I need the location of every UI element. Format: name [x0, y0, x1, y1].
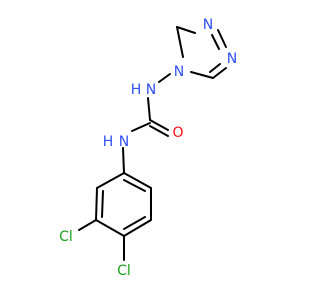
atom-n-triazole-4: N — [174, 64, 184, 80]
molecule-structure: N N N N H O N H Cl Cl — [59, 17, 237, 279]
bond-triazole-n2-c3 — [212, 67, 227, 79]
atom-cl-3: Cl — [59, 229, 73, 245]
atom-o-carbonyl: O — [172, 125, 183, 141]
bond-carbonyl-o-1 — [149, 119, 169, 131]
atom-nh-lower-n: N — [119, 134, 129, 150]
atom-n-triazole-top: N — [203, 17, 213, 33]
bond-carbonyl-nh-lower — [131, 122, 151, 132]
bond-nh-upper-carbonyl — [147, 97, 151, 121]
bond-triazole-n4-c5 — [176, 26, 184, 58]
bond-ring-c2-c3-inner — [101, 190, 104, 218]
bond-ring-c4-c5-inner — [123, 216, 146, 230]
bond-ring-cl-3 — [78, 219, 97, 231]
bond-triazole-n2-c3-inner — [209, 63, 221, 73]
bond-n4-nh-upper — [158, 73, 171, 83]
atom-labels: N N N N H O N H Cl Cl — [59, 17, 237, 279]
bond-ring-c2-c3 — [95, 187, 98, 221]
bond-ring-c1-c2 — [96, 172, 125, 189]
bond-triazole-c5-n1 — [176, 26, 196, 34]
bond-carbonyl-o-2 — [149, 125, 169, 137]
atom-nh-lower-h: H — [103, 134, 114, 150]
bonds — [78, 26, 227, 261]
bond-ring-c6-c1 — [123, 172, 152, 189]
bond-triazole-n1-n2-inner — [211, 34, 220, 50]
bond-nh-lower-phenyl — [122, 147, 125, 174]
bond-ring-c4-c5 — [123, 219, 152, 237]
atom-nh-upper-h: H — [131, 82, 142, 98]
bond-triazole-n1-n2 — [217, 29, 227, 48]
atom-nh-upper-n: N — [146, 82, 156, 98]
bond-triazole-c3-n4 — [190, 71, 214, 79]
bond-ring-c3-c4 — [95, 219, 125, 237]
atom-n-triazole-right: N — [227, 51, 237, 67]
bond-ring-c6-c1-inner — [123, 179, 146, 192]
atom-cl-4: Cl — [117, 263, 131, 279]
